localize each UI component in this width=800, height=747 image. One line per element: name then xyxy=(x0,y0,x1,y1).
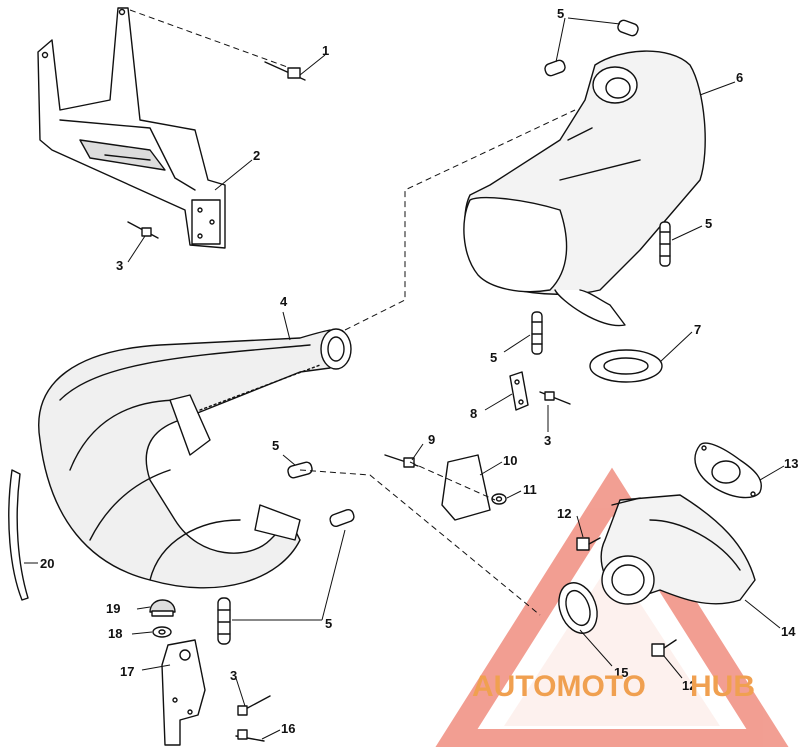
callout-6: 6 xyxy=(736,70,743,85)
callout-11: 11 xyxy=(523,482,537,497)
callout-1: 1 xyxy=(322,43,329,58)
callout-14: 14 xyxy=(781,624,796,639)
part-fastener-3c xyxy=(237,695,271,716)
callout-19: 19 xyxy=(106,601,120,616)
part-manifold-14 xyxy=(600,494,756,605)
callout-labels: 1 2 3 3 3 4 5 5 5 5 5 6 7 8 9 10 11 12 1… xyxy=(40,6,798,736)
part-spring-5b xyxy=(659,221,671,267)
callout-5: 5 xyxy=(272,438,279,453)
callout-20: 20 xyxy=(40,556,54,571)
part-bolt-9 xyxy=(384,454,419,468)
part-spring-5e xyxy=(217,597,231,645)
callout-5: 5 xyxy=(490,350,497,365)
callout-7: 7 xyxy=(694,322,701,337)
callout-2: 2 xyxy=(253,148,260,163)
watermark-text: AUTOMOTO HUB xyxy=(472,670,755,703)
part-bolt-12a xyxy=(576,537,601,551)
callout-8: 8 xyxy=(470,406,477,421)
callout-17: 17 xyxy=(120,664,134,679)
callout-12: 12 xyxy=(682,678,696,693)
part-fastener-16 xyxy=(235,729,265,742)
callout-12: 12 xyxy=(557,506,571,521)
part-gasket-7 xyxy=(589,349,663,383)
part-bolt-12b xyxy=(651,639,677,657)
callout-5: 5 xyxy=(705,216,712,231)
part-spring-5c xyxy=(531,311,543,355)
callout-3: 3 xyxy=(230,668,237,683)
part-bracket-17 xyxy=(161,639,206,746)
callout-5: 5 xyxy=(557,6,564,21)
watermark-text-part2: HUB xyxy=(690,670,755,703)
part-washer-11 xyxy=(491,493,507,505)
callout-3: 3 xyxy=(544,433,551,448)
callout-10: 10 xyxy=(503,453,517,468)
part-expansion-chamber-4 xyxy=(38,328,352,589)
leader-lines xyxy=(24,17,785,740)
callout-9: 9 xyxy=(428,432,435,447)
part-spring-5a xyxy=(544,19,639,77)
callout-16: 16 xyxy=(281,721,295,736)
part-washer-18 xyxy=(152,626,172,638)
part-fastener-3a xyxy=(127,221,159,239)
callout-18: 18 xyxy=(108,626,122,641)
assembly-dashed-lines xyxy=(129,9,576,616)
part-fastener-1 xyxy=(264,61,306,81)
part-grommet-19 xyxy=(149,599,176,617)
callout-4: 4 xyxy=(280,294,288,309)
watermark-logo xyxy=(435,467,789,747)
callout-3: 3 xyxy=(116,258,123,273)
part-silencer-6 xyxy=(463,50,706,327)
callout-5: 5 xyxy=(325,616,332,631)
part-fastener-3b xyxy=(539,391,571,405)
callout-15: 15 xyxy=(614,665,628,680)
part-bracket-8 xyxy=(509,371,529,411)
part-flange-gasket-13 xyxy=(694,442,762,499)
part-ring-15 xyxy=(558,582,598,634)
callout-13: 13 xyxy=(784,456,798,471)
watermark-text-part1: AUTOMOTO xyxy=(472,670,646,703)
part-bracket-2 xyxy=(37,7,226,249)
part-strap-20 xyxy=(8,469,29,601)
